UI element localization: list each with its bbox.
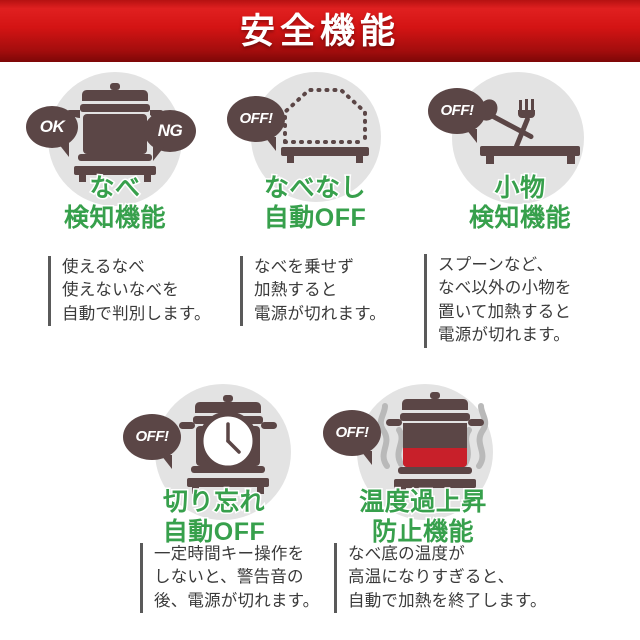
feature-overheat-prevention: OFF! 温度過上昇 防止機能 — [323, 380, 523, 547]
feature-row-bottom: OFF! 切り忘れ 自動OFF — [0, 380, 640, 547]
feature-forgot-to-turn-off-auto-off: OFF! 切り忘れ 自動OFF — [117, 380, 311, 547]
feature-no-pot-auto-off: OFF! なべなし 自動OFF — [227, 66, 403, 233]
badge-off: OFF! — [123, 414, 181, 469]
small-item-detection-icon-area: OFF! — [422, 66, 618, 238]
feature-title-forgot-to-turn-off-auto-off: 切り忘れ 自動OFF — [161, 487, 266, 548]
badge-off-label: OFF! — [335, 423, 370, 441]
badge-ng: NG — [144, 110, 196, 161]
page-header-banner: 安全機能 — [0, 0, 640, 62]
pot-with-clock-icon — [165, 392, 291, 496]
dotted-pot-outline-icon — [269, 82, 381, 176]
badge-off-label: OFF! — [135, 427, 170, 445]
badge-ok-label: OK — [39, 116, 65, 136]
badge-off-label: OFF! — [239, 109, 274, 127]
badge-ng-label: NG — [157, 120, 183, 140]
forgot-to-turn-off-icon-area: OFF! — [117, 380, 311, 552]
feature-pot-detection: OK NG なべ 検知機能 — [22, 66, 208, 233]
badge-off: OFF! — [323, 410, 381, 465]
feature-title-pot-detection: なべ 検知機能 — [62, 173, 167, 234]
badge-off-label: OFF! — [440, 101, 475, 119]
feature-description-no-pot-auto-off: なべを乗せず 加熱すると 電源が切れます。 — [240, 256, 386, 327]
badge-off: OFF! — [227, 96, 285, 151]
feature-title-overheat-prevention: 温度過上昇 防止機能 — [358, 487, 488, 548]
feature-row-top: OK NG なべ 検知機能 — [0, 66, 640, 233]
feature-title-no-pot-auto-off: なべなし 自動OFF — [262, 173, 367, 234]
feature-description-small-item-detection: スプーンなど、 なべ以外の小物を 置いて加熱すると 電源が切れます。 — [424, 254, 572, 348]
no-pot-auto-off-icon-area: OFF! — [227, 66, 403, 238]
feature-description-overheat-prevention: なべ底の温度が 高温になりすぎると、 自動で加熱を終了します。 — [334, 543, 547, 614]
pot-detection-icon-area: OK NG — [22, 66, 208, 238]
feature-description-pot-detection: 使えるなべ 使えないなべを 自動で判別します。 — [48, 256, 211, 327]
badge-ok: OK — [26, 106, 78, 157]
feature-description-forgot-to-turn-off-auto-off: 一定時間キー操作を しないと、警告音の 後、電源が切れます。 — [140, 543, 319, 614]
page-title: 安全機能 — [239, 11, 400, 51]
feature-title-small-item-detection: 小物 検知機能 — [467, 173, 572, 234]
feature-small-item-detection: OFF! 小物 検知機能 — [422, 66, 618, 233]
overheat-prevention-icon-area: OFF! — [323, 380, 523, 552]
overheating-pot-with-steam-icon — [361, 388, 509, 498]
spoon-fork-on-cooktop-icon — [472, 96, 594, 172]
badge-off: OFF! — [428, 88, 486, 143]
